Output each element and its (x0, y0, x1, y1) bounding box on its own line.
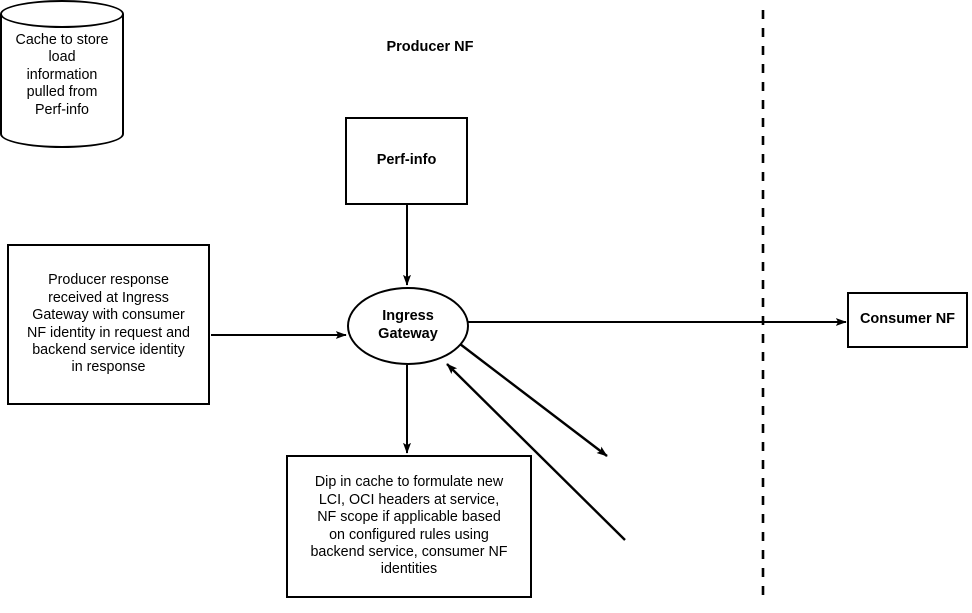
producer-nf-title-label: Producer NF (386, 39, 474, 56)
node-dip-in-cache-label: Dip in cache to formulate new LCI, OCI h… (310, 474, 508, 578)
node-producer-response-label: Producer response received at Ingress Ga… (27, 272, 190, 376)
cylinder-body (0, 14, 124, 134)
node-consumer-nf-label: Consumer NF (859, 311, 956, 328)
node-ingress-gateway[interactable]: Ingress Gateway (347, 287, 469, 365)
node-ingress-gateway-label: Ingress Gateway (378, 308, 438, 342)
producer-nf-title: Producer NF (300, 36, 560, 60)
node-dip-in-cache[interactable]: Dip in cache to formulate new LCI, OCI h… (286, 455, 532, 598)
edge-gateway-to-cache (459, 343, 608, 457)
node-cache-datastore[interactable]: Cache to store load information pulled f… (0, 0, 124, 148)
node-perf-info[interactable]: Perf-info (345, 117, 468, 205)
node-producer-response[interactable]: Producer response received at Ingress Ga… (7, 244, 210, 405)
cylinder-top-ellipse (0, 0, 124, 28)
edge-cache-to-gateway (446, 363, 626, 541)
node-cache-datastore-label: Cache to store load information pulled f… (15, 32, 109, 118)
node-consumer-nf[interactable]: Consumer NF (847, 292, 968, 348)
node-perf-info-label: Perf-info (376, 152, 437, 169)
cylinder-bottom-mask (2, 118, 122, 128)
